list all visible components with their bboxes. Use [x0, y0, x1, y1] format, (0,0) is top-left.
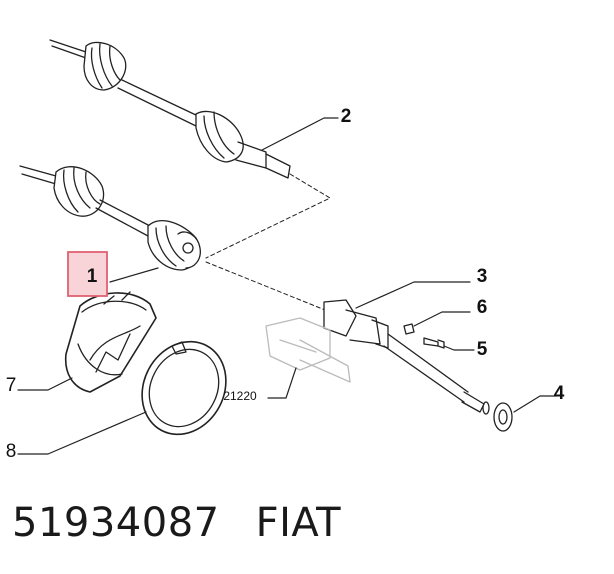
boot-clamp: [141, 340, 227, 436]
callout-2: 2: [341, 106, 352, 127]
callout-1: 1: [87, 266, 98, 287]
callout-6: 6: [477, 297, 488, 318]
assembly-lines: [205, 173, 331, 313]
nut: [403, 323, 415, 335]
drive-shaft-lower: [19, 165, 201, 271]
washer: [493, 402, 513, 432]
brand-name: FIAT: [255, 500, 342, 546]
callout-8: 8: [6, 441, 17, 462]
callout-1-highlight: [67, 251, 108, 297]
bolt: [423, 337, 445, 349]
footer-part-info: 51934087 FIAT: [12, 500, 341, 546]
cv-boot: [64, 291, 157, 393]
part-number: 51934087: [12, 500, 220, 546]
drive-shaft-upper: [49, 39, 291, 179]
support-bracket-ghost: [265, 317, 351, 383]
leader-lines: [17, 117, 557, 455]
callout-4: 4: [554, 383, 565, 404]
callout-5: 5: [477, 339, 488, 360]
callout-7: 7: [6, 375, 17, 396]
reference-label: 21220: [223, 389, 257, 403]
callout-3: 3: [477, 266, 488, 287]
intermediate-shaft: [323, 299, 490, 415]
